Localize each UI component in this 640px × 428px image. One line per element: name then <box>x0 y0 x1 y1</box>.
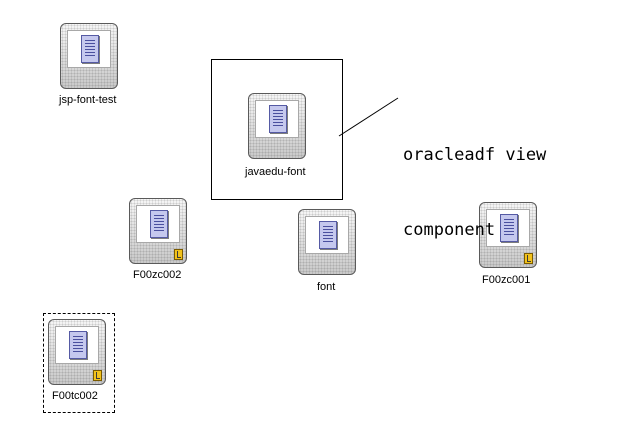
annotation-text: oracleadf view component <box>403 93 546 268</box>
focus-box <box>43 313 115 413</box>
node-label: javaedu-font <box>245 166 306 178</box>
node-icon[interactable] <box>248 93 306 159</box>
node-label: font <box>317 281 336 293</box>
link-badge-icon <box>174 249 183 260</box>
page-document-icon <box>150 210 168 238</box>
node-icon[interactable] <box>298 209 356 275</box>
page-document-icon <box>269 105 287 133</box>
node-label: F00zc002 <box>133 269 182 281</box>
node-label: F00tc002 <box>52 390 98 402</box>
page-document-icon <box>319 221 337 249</box>
node-label: F00zc001 <box>482 274 531 286</box>
node-label: jsp-font-test <box>59 94 117 106</box>
annotation-line-2: component <box>403 220 496 240</box>
link-badge-icon <box>93 370 102 381</box>
link-badge-icon <box>524 253 533 264</box>
page-document-icon <box>69 331 87 359</box>
node-icon[interactable] <box>479 202 537 268</box>
page-document-icon <box>500 214 518 242</box>
annotation-line-1: oracleadf view <box>403 145 547 165</box>
node-icon[interactable] <box>129 198 187 264</box>
node-icon[interactable] <box>60 23 118 89</box>
selection-box <box>211 59 343 200</box>
node-icon[interactable] <box>48 319 106 385</box>
page-document-icon <box>81 35 99 63</box>
